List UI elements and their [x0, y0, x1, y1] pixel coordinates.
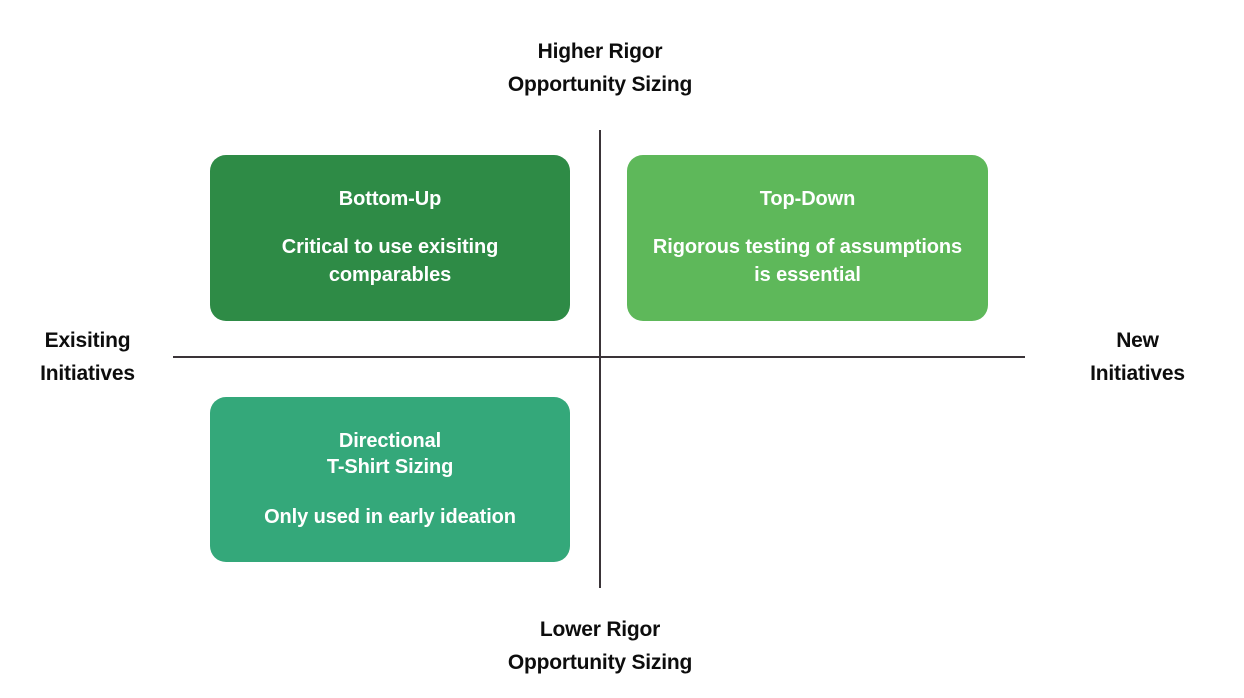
- quadrant-body-top-right: Rigorous testing of assumptions is essen…: [652, 235, 963, 287]
- axis-label-left: Exisiting Initiatives: [0, 325, 175, 390]
- quadrant-body-top-left: Critical to use exisiting comparables: [281, 235, 499, 287]
- quadrant-title-top-left-line1: Bottom-Up: [338, 188, 442, 211]
- quadrant-card-bottom-left[interactable]: Directional T-Shirt Sizing Only used in …: [210, 397, 570, 562]
- axis-label-top-line1: Higher Rigor: [537, 40, 663, 63]
- quadrant-title-bottom-left-line1: Directional: [338, 429, 442, 452]
- quadrant-card-top-right[interactable]: Top-Down Rigorous testing of assumptions…: [627, 155, 988, 321]
- axis-label-left-line2: Initiatives: [40, 361, 135, 385]
- axis-label-top: Higher Rigor Opportunity Sizing: [420, 36, 780, 101]
- axis-label-bottom: Lower Rigor Opportunity Sizing: [420, 614, 780, 679]
- quadrant-title-top-left: Bottom-Up: [338, 186, 442, 212]
- axis-label-bottom-line1: Lower Rigor: [539, 618, 661, 641]
- axis-label-right: New Initiatives: [1040, 325, 1235, 390]
- axis-label-bottom-line2: Opportunity Sizing: [507, 650, 693, 674]
- quadrant-body-bottom-left: Only used in early ideation: [264, 505, 516, 528]
- axis-label-right-line1: New: [1116, 329, 1159, 352]
- quadrant-title-bottom-left: Directional T-Shirt Sizing: [327, 428, 453, 481]
- quadrant-title-top-right: Top-Down: [759, 186, 856, 212]
- quadrant-card-top-left[interactable]: Bottom-Up Critical to use exisiting comp…: [210, 155, 570, 321]
- horizontal-axis-line: [173, 356, 1025, 358]
- axis-label-top-line2: Opportunity Sizing: [507, 72, 693, 96]
- quadrant-title-bottom-left-line2: T-Shirt Sizing: [326, 456, 454, 479]
- axis-label-left-line1: Exisiting: [44, 329, 131, 352]
- vertical-axis-line: [599, 130, 601, 588]
- axis-label-right-line2: Initiatives: [1090, 361, 1185, 385]
- quadrant-title-top-right-line1: Top-Down: [759, 188, 856, 211]
